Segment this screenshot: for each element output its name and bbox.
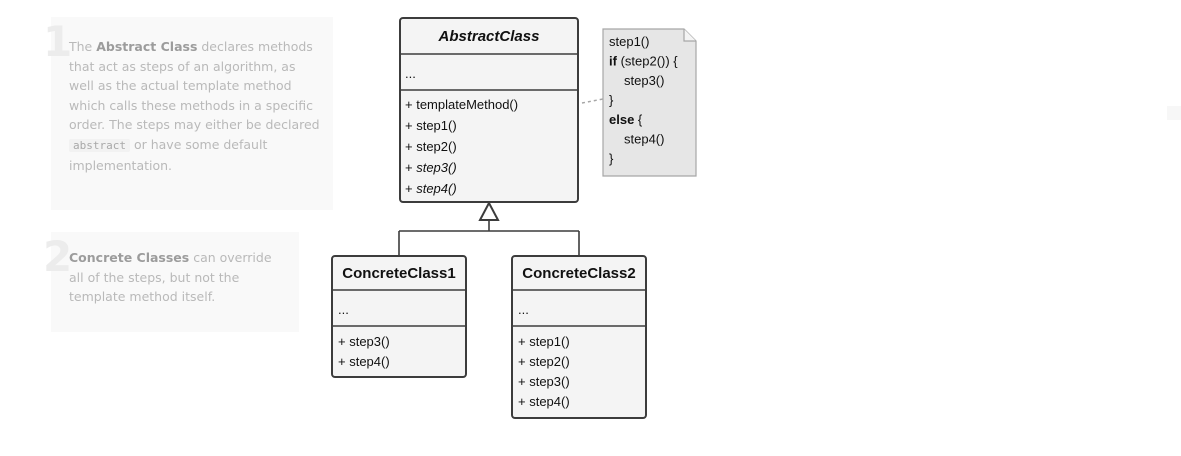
abstract-method-step1: + step1() (405, 118, 457, 133)
concrete-class-2-name: ConcreteClass2 (522, 265, 635, 282)
note-line: step3() (624, 73, 664, 88)
concrete-class-1-fields: ... (338, 302, 349, 317)
note-2-text: Concrete Classes can override all of the… (69, 248, 289, 307)
note-1-text: The Abstract Class declares methods that… (69, 37, 321, 175)
note-2-number: 2 (43, 232, 73, 281)
note-line: step4() (624, 132, 664, 147)
concrete-class-2-method-4: + step4() (518, 394, 570, 409)
concrete-class-2-method-1: + step1() (518, 334, 570, 349)
concrete-class-2-fields: ... (518, 302, 529, 317)
bold-term: Abstract Class (96, 39, 198, 54)
concrete-class-2-method-2: + step2() (518, 354, 570, 369)
text-run: can override all of the steps, but not t… (69, 250, 272, 305)
concrete-class-2-method-3: + step3() (518, 374, 570, 389)
concrete-class-2: ConcreteClass2 ... + step1() + step2() +… (511, 255, 647, 419)
inline-code: abstract (69, 138, 130, 152)
concrete-class-1-method-2: + step4() (338, 354, 390, 369)
abstract-class: AbstractClass ... + templateMethod() + s… (399, 17, 579, 203)
note-line: if (step2()) { (609, 54, 678, 69)
note-line: else { (609, 112, 643, 127)
template-method-note: step1() if (step2()) { step3()} else { step4… (602, 28, 697, 177)
inheritance-arrowhead (478, 200, 500, 221)
note-2: 2 Concrete Classes can override all of t… (43, 232, 299, 332)
text-run: or have some default implementation. (69, 136, 268, 173)
note-line: } (609, 151, 614, 166)
inheritance-arrows (398, 200, 580, 256)
abstract-method-step2: + step2() (405, 139, 457, 154)
abstract-method-step4: + step4() (405, 181, 457, 196)
edge-decoration (1167, 106, 1181, 120)
abstract-class-name: AbstractClass (438, 28, 540, 45)
note-connector (581, 98, 604, 104)
abstract-class-fields: ... (405, 66, 416, 81)
abstract-method-template: + templateMethod() (405, 97, 518, 112)
concrete-class-1: ConcreteClass1 ... + step3() + step4() (331, 255, 467, 378)
note-1-number: 1 (43, 17, 73, 66)
bold-term: Concrete Classes (69, 250, 190, 265)
abstract-method-step3: + step3() (405, 160, 457, 175)
text-run: declares methods that act as steps of an… (69, 39, 320, 133)
note-line: step1() (609, 34, 649, 49)
concrete-class-1-name: ConcreteClass1 (342, 265, 455, 282)
text-run: The (69, 39, 97, 54)
concrete-class-1-method-1: + step3() (338, 334, 390, 349)
note-line: } (609, 93, 614, 108)
note-1: 1 The Abstract Class declares methods th… (43, 17, 333, 210)
